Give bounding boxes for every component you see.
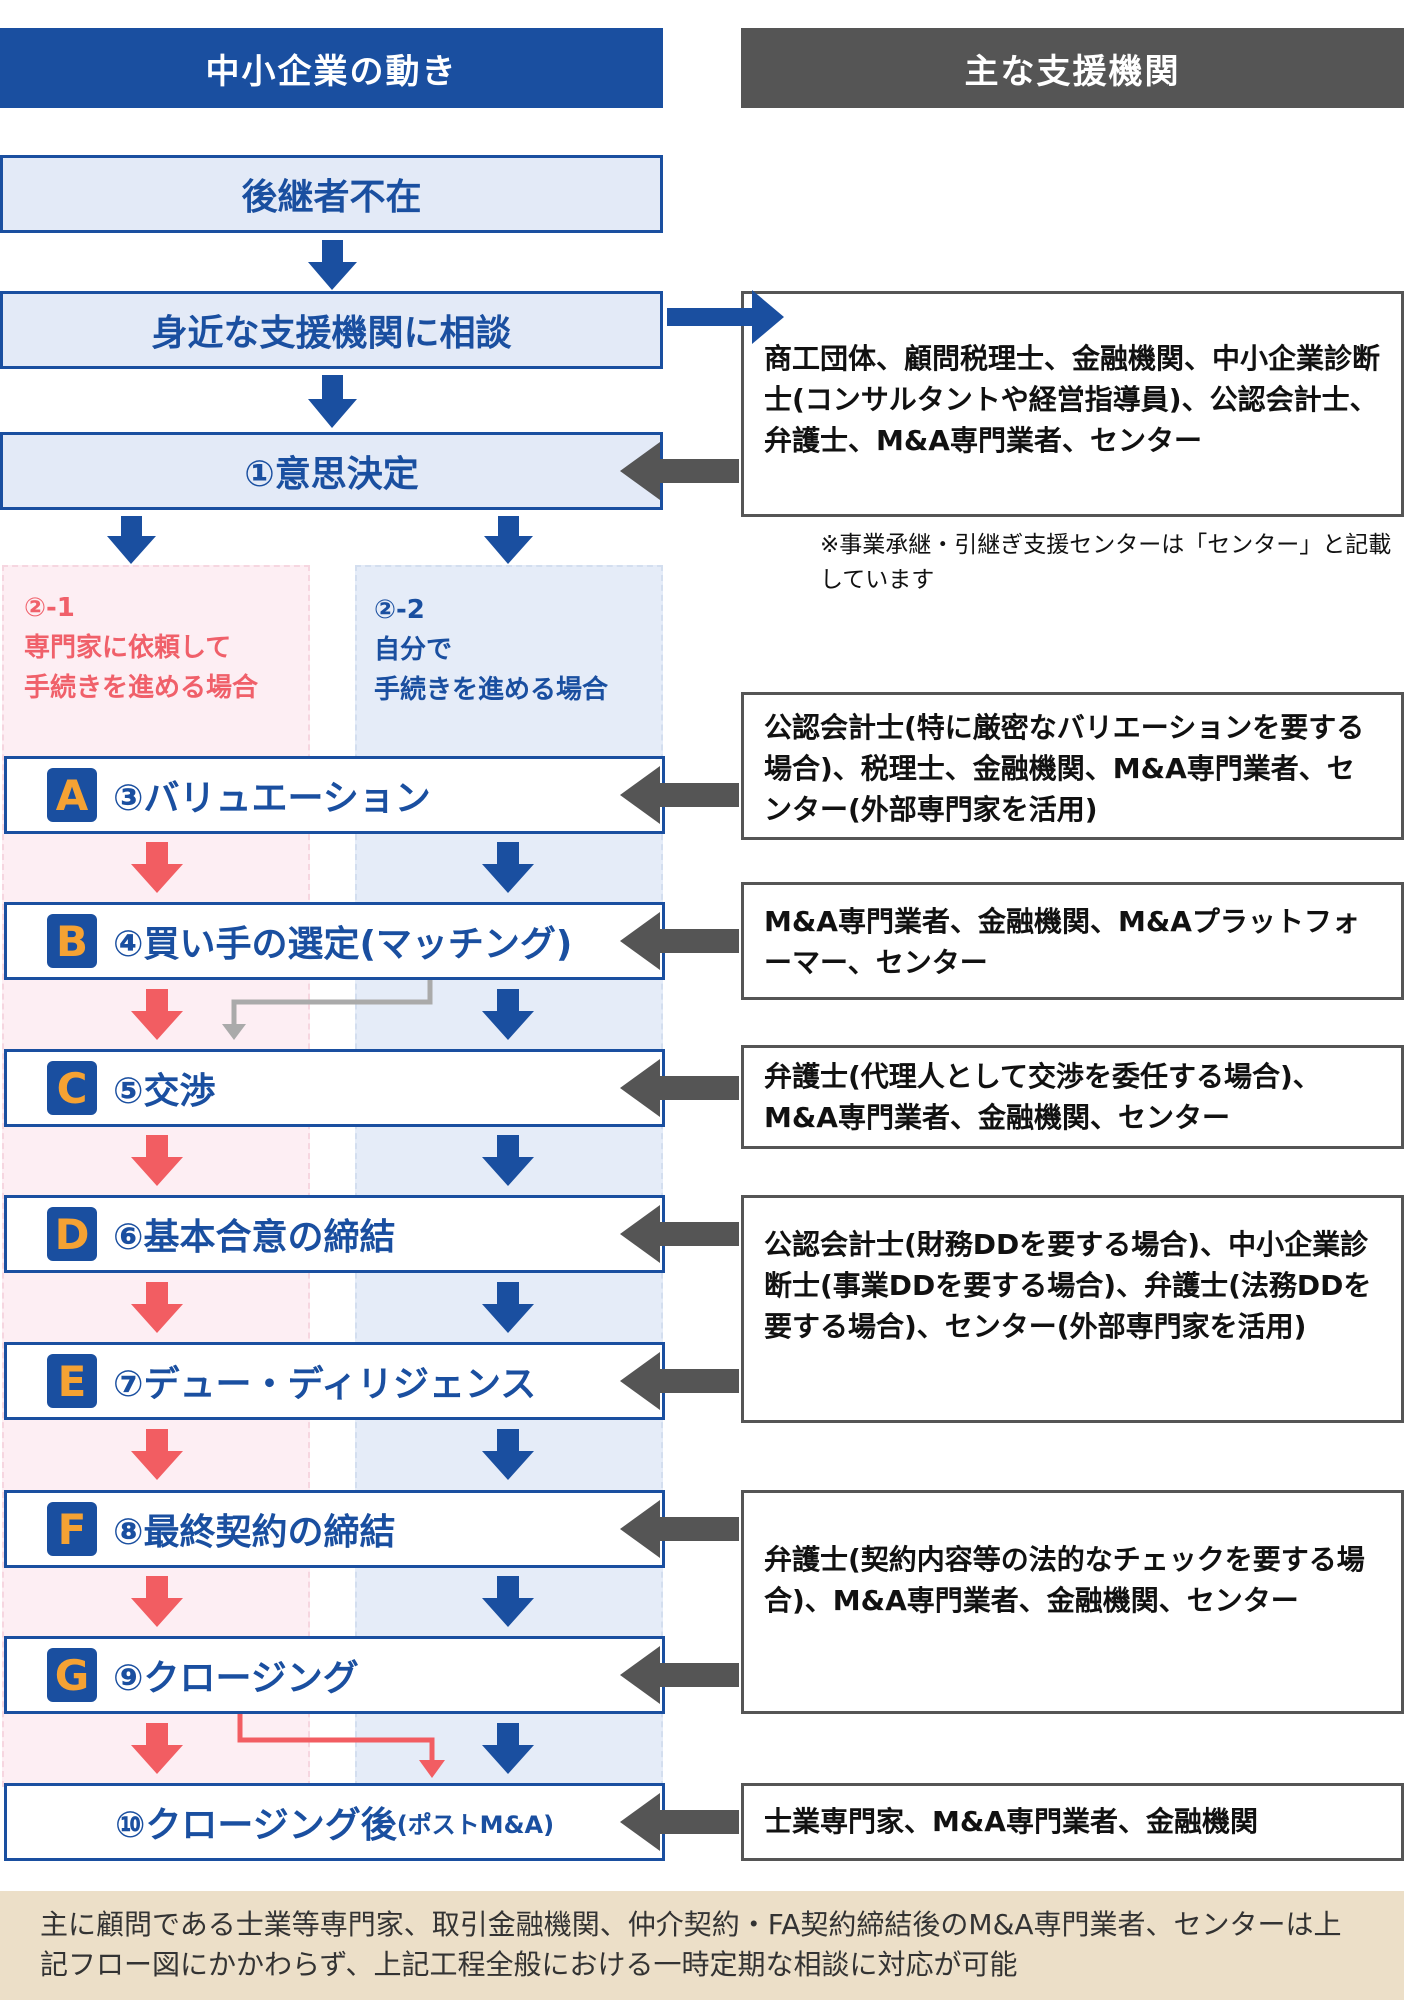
arrow-down-icon [107, 516, 156, 564]
arrow-down-icon [484, 516, 533, 564]
post-closing-label: ⑩クロージング後 [114, 1805, 397, 1846]
pink-arrow-down-icon [131, 1135, 183, 1186]
bottom-note: 主に顧問である士業等専門家、取引金融機関、仲介契約・FA契約締結後のM&A専門業… [0, 1891, 1404, 2000]
step-letter-badge: F [47, 1502, 97, 1556]
step-label: ③バリュエーション [113, 778, 431, 819]
pink-arrow-down-icon [131, 842, 183, 893]
post-closing-suffix: (ポストM&A) [396, 1810, 555, 1839]
left-column-header: 中小企業の動き [0, 28, 663, 108]
consult-box: 身近な支援機関に相談 [0, 291, 663, 369]
arrow-left-icon [620, 1646, 739, 1704]
no-successor-box: 後継者不在 [0, 155, 663, 233]
arrow-left-icon [620, 442, 739, 500]
arrow-down-icon [308, 240, 357, 290]
support-contract-box: 弁護士(契約内容等の法的なチェックを要する場合)、M&A専門業者、金融機関、セン… [741, 1490, 1404, 1714]
self-route-line1: 自分で [374, 635, 453, 665]
arrow-down-icon [308, 375, 357, 428]
step-label: ⑥基本合意の締結 [113, 1217, 396, 1258]
arrow-down-icon [482, 1282, 534, 1333]
step-basic-agreement: D ⑥基本合意の締結 [4, 1195, 665, 1273]
expert-route-label: ②-1 専門家に依頼して 手続きを進める場合 [24, 588, 258, 708]
step-letter-badge: D [47, 1207, 97, 1261]
arrow-left-icon [620, 912, 739, 970]
switch-route-connector [231, 980, 433, 1026]
step-negotiation: C ⑤交渉 [4, 1049, 665, 1127]
support-matching-box: M&A専門業者、金融機関、M&Aプラットフォーマー、センター [741, 882, 1404, 1000]
gray-arrow-down-icon [222, 1024, 246, 1040]
right-column-header: 主な支援機関 [741, 28, 1404, 108]
step-valuation: A ③バリュエーション [4, 756, 665, 834]
arrow-left-icon [620, 1059, 739, 1117]
expert-route-line2: 手続きを進める場合 [24, 673, 259, 703]
arrow-down-icon [482, 842, 534, 893]
pink-arrow-down-icon [419, 1760, 445, 1778]
support-post-box: 士業専門家、M&A専門業者、金融機関 [741, 1783, 1404, 1861]
arrow-left-icon [620, 1793, 739, 1851]
pink-arrow-down-icon [131, 1429, 183, 1480]
expert-route-line1: 専門家に依頼して [24, 633, 232, 663]
step-due-diligence: E ⑦デュー・ディリジェンス [4, 1342, 665, 1420]
step-label: ⑦デュー・ディリジェンス [113, 1364, 537, 1405]
step-letter-badge: E [47, 1354, 97, 1408]
center-abbreviation-note: ※事業承継・引継ぎ支援センターは「センター」と記載しています [820, 532, 1392, 593]
arrow-down-icon [482, 1429, 534, 1480]
self-route-number: ②-2 [374, 595, 425, 625]
step-label: ⑨クロージング [113, 1658, 359, 1699]
arrow-left-icon [620, 1500, 739, 1558]
pink-arrow-down-icon [131, 989, 183, 1040]
step-label: ⑧最終契約の締結 [113, 1512, 396, 1553]
step-closing: G ⑨クロージング [4, 1636, 665, 1714]
step-label: ④買い手の選定(マッチング) [113, 924, 573, 965]
arrow-down-icon [482, 1723, 534, 1774]
step-letter-badge: G [47, 1648, 97, 1702]
support-valuation-box: 公認会計士(特に厳密なバリエーションを要する場合)、税理士、金融機関、M&A専門… [741, 692, 1404, 840]
arrow-down-icon [482, 1576, 534, 1627]
arrow-left-icon [620, 1352, 739, 1410]
pink-arrow-down-icon [131, 1282, 183, 1333]
support-negotiation-box: 弁護士(代理人として交渉を委任する場合)、M&A専門業者、金融機関、センター [741, 1045, 1404, 1149]
switch-route-connector [237, 1714, 435, 1762]
support-consult-box: 商工団体、顧問税理士、金融機関、中小企業診断士(コンサルタントや経営指導員)、公… [741, 291, 1404, 517]
self-route-label: ②-2 自分で 手続きを進める場合 [374, 590, 608, 710]
decision-box: ①意思決定 [0, 432, 663, 510]
step-matching: B ④買い手の選定(マッチング) [4, 902, 665, 980]
pink-arrow-down-icon [131, 1723, 183, 1774]
step-post-closing: ⑩クロージング後 (ポストM&A) [4, 1783, 665, 1861]
step-letter-badge: B [47, 914, 97, 968]
step-label: ⑤交渉 [113, 1071, 216, 1112]
step-letter-badge: A [47, 768, 97, 822]
pink-arrow-down-icon [131, 1576, 183, 1627]
arrow-right-icon [667, 290, 784, 344]
step-final-contract: F ⑧最終契約の締結 [4, 1490, 665, 1568]
self-route-line2: 手続きを進める場合 [374, 675, 609, 705]
arrow-left-icon [620, 766, 739, 824]
arrow-down-icon [482, 989, 534, 1040]
arrow-left-icon [620, 1205, 739, 1263]
arrow-down-icon [482, 1135, 534, 1186]
expert-route-number: ②-1 [24, 593, 75, 623]
support-dd-box: 公認会計士(財務DDを要する場合)、中小企業診断士(事業DDを要する場合)、弁護… [741, 1195, 1404, 1423]
step-letter-badge: C [47, 1061, 97, 1115]
